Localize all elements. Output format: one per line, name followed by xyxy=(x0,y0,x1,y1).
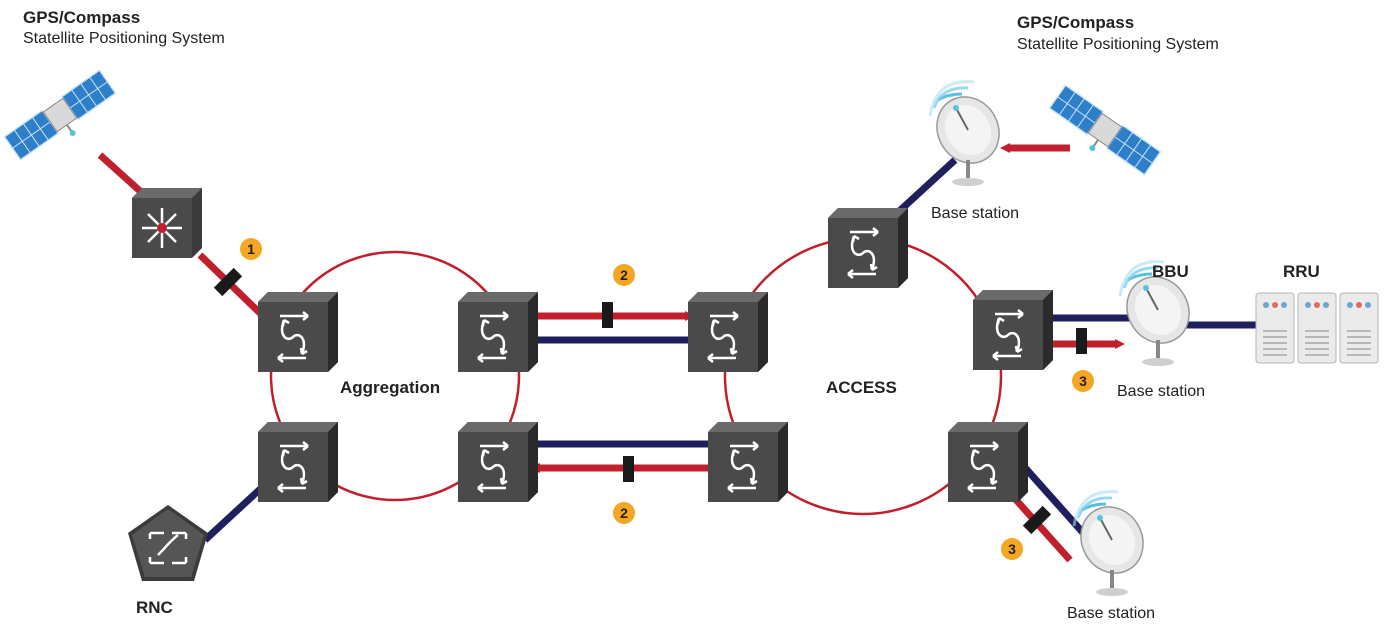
badge-3-mid: 3 xyxy=(1072,370,1094,392)
base-station-top-label: Base station xyxy=(931,205,1020,222)
badge-3-bottom: 3 xyxy=(1001,538,1023,560)
rru-server-icon xyxy=(1339,292,1379,364)
aggregation-label: Aggregation xyxy=(340,378,441,397)
satellite-icon xyxy=(3,69,123,170)
router-icon xyxy=(826,206,910,290)
satellite-dish-icon xyxy=(923,79,1013,188)
rnc-label: RNC xyxy=(136,598,173,617)
rru-server-icon xyxy=(1297,292,1337,364)
gps-right-title: GPS/Compass xyxy=(1017,13,1135,32)
base-station-mid-label: Base station xyxy=(1117,383,1206,400)
rru-label: RRU xyxy=(1283,262,1320,281)
fault-marker-2-bottom xyxy=(623,456,634,482)
router-icon xyxy=(256,290,340,374)
access-label: ACCESS xyxy=(826,378,897,397)
router-icon xyxy=(706,420,790,504)
gps-right-subtitle: Statellite Positioning System xyxy=(1017,36,1219,53)
gps-left-subtitle: Statellite Positioning System xyxy=(23,30,225,47)
arrow-router-bbu xyxy=(1115,339,1125,349)
satellite-icon xyxy=(1042,84,1162,185)
fault-marker-3-mid xyxy=(1076,328,1087,354)
bbu-label: BBU xyxy=(1152,262,1189,281)
badge-2-bottom: 2 xyxy=(613,502,635,524)
fault-marker-3-bottom xyxy=(1022,505,1052,535)
link-router-dish-top xyxy=(892,157,958,218)
router-icon xyxy=(256,420,340,504)
base-station-bottom-label: Base station xyxy=(1067,605,1156,622)
badge-2-top: 2 xyxy=(613,264,635,286)
router-icon xyxy=(456,420,540,504)
router-icon xyxy=(971,288,1055,372)
gps-clock-server-icon xyxy=(132,188,202,258)
router-icon xyxy=(456,290,540,374)
fault-marker-1 xyxy=(213,267,243,297)
aggregation-ring xyxy=(269,250,521,502)
rru-server-icon xyxy=(1255,292,1295,364)
arrow-dish-satellite xyxy=(1000,143,1010,153)
rnc-icon xyxy=(128,505,208,581)
satellite-dish-icon xyxy=(1067,489,1157,598)
gps-left-title: GPS/Compass xyxy=(23,8,141,27)
fault-marker-2-top xyxy=(602,302,613,328)
router-icon xyxy=(686,290,770,374)
router-icon xyxy=(946,420,1030,504)
badge-1: 1 xyxy=(240,238,262,260)
